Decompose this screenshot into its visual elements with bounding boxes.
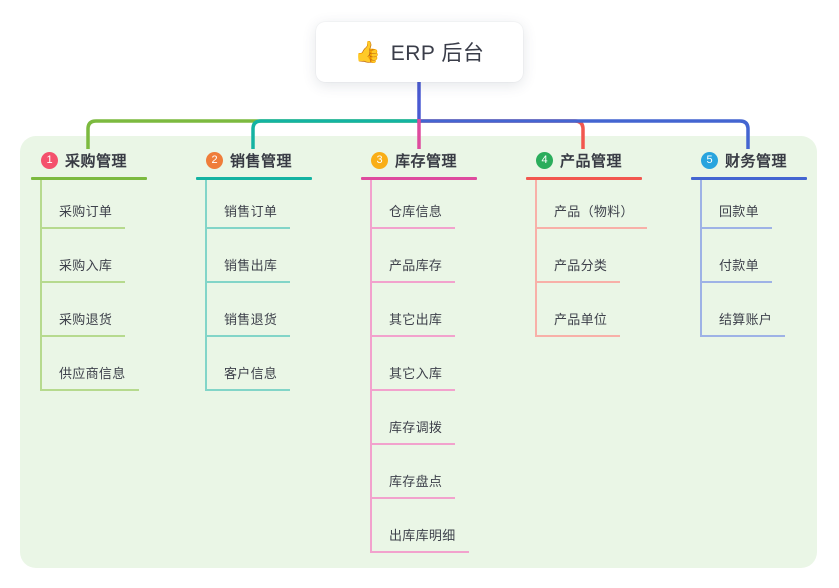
mindmap-item-node[interactable]: 其它出库: [372, 283, 456, 337]
branch-underline: [31, 177, 147, 180]
item-label: 客户信息: [224, 366, 278, 381]
branch-underline: [691, 177, 807, 180]
item-label: 产品库存: [389, 258, 443, 273]
item-label: 付款单: [719, 258, 759, 273]
mindmap-item-node[interactable]: 采购退货: [42, 283, 126, 337]
mindmap-item-node[interactable]: 产品（物料）: [537, 180, 647, 229]
branch-column: 4 产品管理产品（物料） 产品分类产品单位: [526, 149, 647, 337]
mindmap-item-node[interactable]: 供应商信息: [42, 337, 139, 391]
branch-item-list: 仓库信息产品库存其它出库其它入库库存调拨库存盘点出库库明细: [370, 180, 477, 553]
item-label: 库存调拨: [389, 420, 443, 435]
branch-underline: [361, 177, 477, 180]
mindmap-item-node[interactable]: 产品分类: [537, 229, 621, 283]
item-label: 销售订单: [224, 204, 278, 219]
mindmap-item-node[interactable]: 产品单位: [537, 283, 621, 337]
item-label: 结算账户: [719, 312, 773, 327]
branch-item-list: 采购订单采购入库采购退货供应商信息: [40, 180, 147, 391]
item-label: 回款单: [719, 204, 759, 219]
item-label: 库存盘点: [389, 474, 443, 489]
branch-number-badge: 1: [41, 151, 58, 169]
branch-item-list: 销售订单销售出库销售退货客户信息: [205, 180, 312, 391]
branch-label: 销售管理: [230, 152, 293, 170]
branch-label: 采购管理: [65, 152, 128, 170]
item-label: 产品分类: [554, 258, 608, 273]
branch-underline: [526, 177, 642, 180]
mindmap-item-node[interactable]: 采购入库: [42, 229, 126, 283]
item-label: 销售出库: [224, 258, 278, 273]
mindmap-item-node[interactable]: 其它入库: [372, 337, 456, 391]
mindmap-item-node[interactable]: 库存调拨: [372, 391, 456, 445]
item-label: 产品（物料）: [554, 204, 634, 219]
branch-item-list: 回款单付款单结算账户: [700, 180, 807, 337]
branch-column: 1 采购管理采购订单采购入库采购退货供应商信息: [31, 149, 147, 391]
branch-heading-node[interactable]: 1 采购管理: [31, 149, 147, 171]
mindmap-item-node[interactable]: 产品库存: [372, 229, 456, 283]
root-node[interactable]: 👍 ERP 后台: [316, 22, 523, 82]
mindmap-item-node[interactable]: 销售订单: [207, 180, 291, 229]
item-label: 产品单位: [554, 312, 608, 327]
mindmap-item-node[interactable]: 客户信息: [207, 337, 291, 391]
mindmap-item-node[interactable]: 库存盘点: [372, 445, 456, 499]
mindmap-item-node[interactable]: 付款单: [702, 229, 772, 283]
item-label: 其它入库: [389, 366, 443, 381]
item-label: 销售退货: [224, 312, 278, 327]
root-title: ERP 后台: [390, 42, 485, 65]
branch-number-badge: 3: [371, 151, 388, 169]
thumbs-up-icon: 👍: [354, 40, 381, 64]
mindmap-item-node[interactable]: 采购订单: [42, 180, 126, 229]
mindmap-item-node[interactable]: 仓库信息: [372, 180, 456, 229]
branch-column: 5 财务管理回款单付款单结算账户: [691, 149, 807, 337]
item-label: 出库库明细: [389, 528, 456, 543]
branch-number-badge: 4: [536, 151, 553, 169]
mindmap-background-panel: [20, 136, 817, 568]
branch-number-badge: 2: [206, 151, 223, 169]
mindmap-item-node[interactable]: 销售退货: [207, 283, 291, 337]
branch-heading-node[interactable]: 3 库存管理: [361, 149, 477, 171]
branch-heading-node[interactable]: 5 财务管理: [691, 149, 807, 171]
mindmap-item-node[interactable]: 出库库明细: [372, 499, 469, 553]
branch-number-badge: 5: [701, 151, 718, 169]
branch-underline: [196, 177, 312, 180]
branch-column: 2 销售管理销售订单销售出库销售退货客户信息: [196, 149, 312, 391]
branch-item-list: 产品（物料） 产品分类产品单位: [535, 180, 647, 337]
branch-label: 库存管理: [395, 152, 458, 170]
item-label: 采购订单: [59, 204, 113, 219]
item-label: 其它出库: [389, 312, 443, 327]
item-label: 采购退货: [59, 312, 113, 327]
branch-label: 财务管理: [725, 152, 788, 170]
mindmap-item-node[interactable]: 结算账户: [702, 283, 786, 337]
branch-heading-node[interactable]: 2 销售管理: [196, 149, 312, 171]
item-label: 采购入库: [59, 258, 113, 273]
item-label: 仓库信息: [389, 204, 443, 219]
item-label: 供应商信息: [59, 366, 126, 381]
mindmap-item-node[interactable]: 回款单: [702, 180, 772, 229]
branch-heading-node[interactable]: 4 产品管理: [526, 149, 647, 171]
branch-column: 3 库存管理仓库信息产品库存其它出库其它入库库存调拨库存盘点出库库明细: [361, 149, 477, 553]
mindmap-item-node[interactable]: 销售出库: [207, 229, 291, 283]
branch-label: 产品管理: [560, 152, 623, 170]
